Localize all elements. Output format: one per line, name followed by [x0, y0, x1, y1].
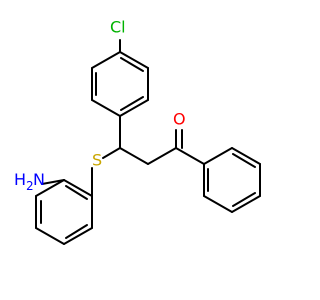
molecule-canvas: Cl O S H 2 N	[14, 17, 261, 245]
oxygen-atom-label: O	[173, 110, 186, 129]
bond	[65, 185, 88, 200]
nitrogen-atom-label: N	[33, 170, 45, 189]
atom-label-layer: Cl O S H 2 N	[14, 18, 186, 195]
bond	[232, 153, 256, 168]
bond	[91, 51, 121, 69]
bond	[203, 147, 233, 165]
bond	[120, 57, 144, 72]
bond	[231, 147, 261, 165]
bond	[147, 147, 177, 165]
bond	[91, 99, 121, 117]
sulfur-atom-label: S	[92, 151, 102, 170]
bond	[35, 227, 65, 245]
amine-group-label: H 2 N	[14, 170, 45, 195]
bond	[203, 195, 233, 213]
bond	[41, 179, 65, 185]
chlorine-atom-label: Cl	[110, 18, 126, 37]
bond	[119, 99, 149, 117]
bond	[119, 51, 149, 69]
bond	[119, 147, 149, 165]
amine-hydrogen-count: 2	[26, 179, 34, 193]
amine-hydrogen-label: H	[14, 170, 26, 189]
bond	[120, 96, 144, 111]
bond	[232, 192, 256, 207]
bond	[102, 147, 121, 159]
bond	[63, 179, 93, 197]
bond	[35, 179, 65, 197]
bond	[175, 147, 205, 165]
bond-layer	[35, 39, 261, 245]
bond	[65, 224, 88, 239]
chemical-structure-diagram: Cl O S H 2 N	[14, 18, 261, 245]
bond	[63, 227, 93, 245]
bond	[231, 195, 261, 213]
